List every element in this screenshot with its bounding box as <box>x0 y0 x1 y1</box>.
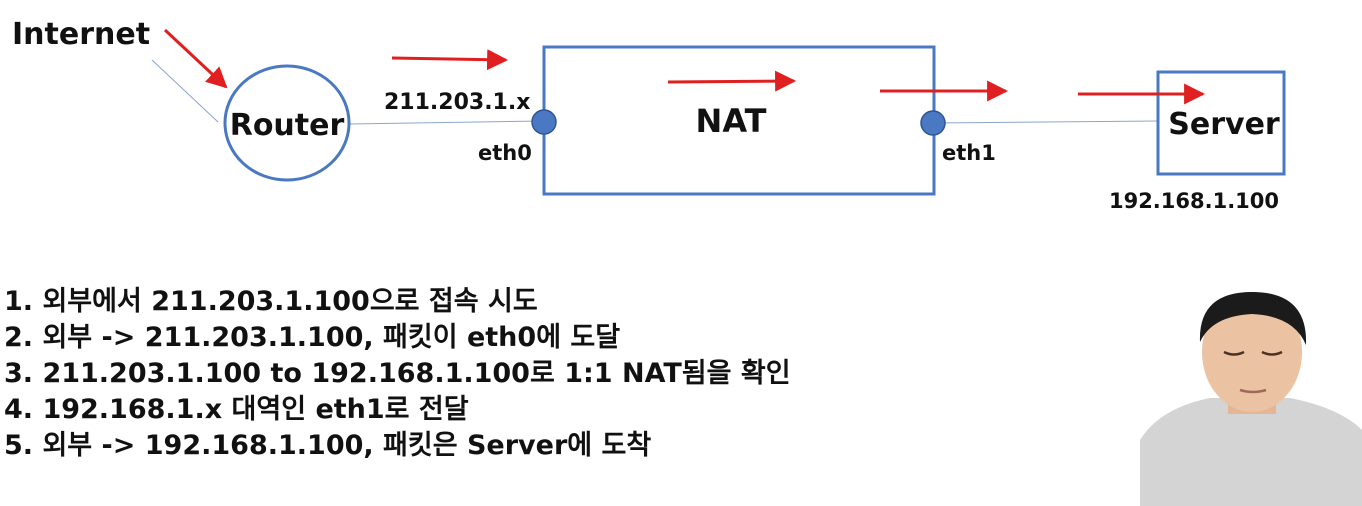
internet-link-line <box>151 59 219 123</box>
presenter-video <box>1140 292 1362 506</box>
step-item: 3. 211.203.1.100 to 192.168.1.100로 1:1 N… <box>4 358 791 389</box>
eth1-label: eth1 <box>942 141 996 165</box>
eth0-port <box>531 109 557 135</box>
presenter-right-eye <box>1261 350 1283 356</box>
nat-server-link-line <box>933 120 1159 124</box>
presenter-mouth <box>1239 388 1267 394</box>
presenter-hair <box>1199 292 1307 345</box>
router-label: Router <box>230 108 345 143</box>
internet-label: Internet <box>12 17 150 52</box>
eth0-label: eth0 <box>478 141 532 165</box>
external-ip-label: 211.203.1.x <box>384 90 530 115</box>
presenter-face <box>1202 292 1302 412</box>
step-list: 1. 외부에서 211.203.1.100으로 접속 시도 2. 외부 -> 2… <box>4 284 791 464</box>
server-ip-label: 192.168.1.100 <box>1109 189 1279 213</box>
step-item: 4. 192.168.1.x 대역인 eth1로 전달 <box>4 394 469 425</box>
step-item: 5. 외부 -> 192.168.1.100, 패킷은 Server에 도착 <box>4 430 652 461</box>
step-item: 1. 외부에서 211.203.1.100으로 접속 시도 <box>4 286 538 317</box>
step-item: 2. 외부 -> 211.203.1.100, 패킷이 eth0에 도달 <box>4 322 621 353</box>
server-label: Server <box>1168 107 1280 142</box>
flow-arrow-inside-nat <box>667 70 797 92</box>
flow-arrow-internet <box>163 28 228 89</box>
eth1-port <box>920 110 946 136</box>
presenter-shirt <box>1140 398 1362 506</box>
router-nat-link-line <box>349 120 545 125</box>
server-box <box>1156 70 1286 176</box>
nat-diagram: Internet Router 211.203.1.x eth0 NAT eth… <box>12 17 1286 213</box>
presenter-left-eye <box>1223 350 1245 356</box>
router-node <box>223 64 351 182</box>
flow-arrow-to-nat <box>391 49 509 71</box>
nat-label: NAT <box>696 102 767 140</box>
